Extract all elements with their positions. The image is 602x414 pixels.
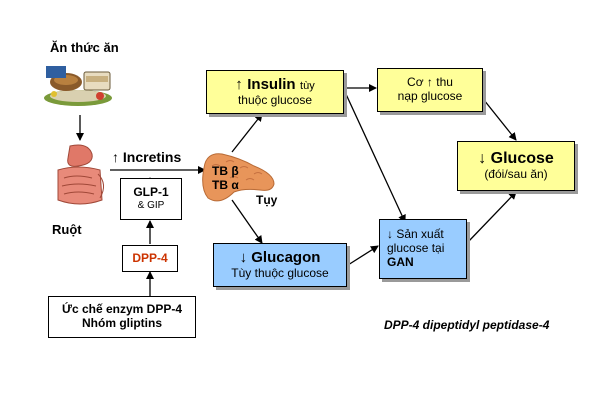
food-plate-icon: [44, 66, 112, 106]
glucose-box: ↓ Glucose (đói/sau ăn): [457, 141, 575, 191]
incretins-label: ↑ Incretins: [112, 149, 182, 165]
food-label: Ăn thức ăn: [50, 40, 119, 55]
muscle-line1: Cơ ↑ thu: [407, 75, 453, 90]
arrow-glucagon-to-liver: [347, 245, 379, 266]
beta-cell-label: TB β: [212, 164, 239, 178]
dpp4-box: DPP-4: [122, 245, 178, 272]
glucagon-box: ↓ Glucagon Tùy thuộc glucose: [213, 243, 347, 287]
liver-line2: glucose tại: [387, 241, 445, 256]
arrow-pancreas-to-glucagon: [231, 199, 263, 244]
liver-line3: GAN: [387, 254, 414, 269]
pancreas-cells: TB β TB α: [212, 164, 239, 192]
glp1-subtitle: & GIP: [137, 200, 165, 212]
dpp4-label: DPP-4: [132, 250, 168, 265]
glucagon-line2: Tùy thuộc glucose: [231, 265, 329, 280]
pancreas-illustration: [202, 153, 275, 202]
footnote: DPP-4 dipeptidyl peptidase-4: [384, 318, 550, 332]
arrow-muscle-to-glucose: [483, 99, 517, 141]
inhibitor-line1: Ức chế enzym DPP-4: [62, 302, 182, 317]
insulin-suffix: tùy: [300, 79, 315, 92]
glp1-title: GLP-1: [133, 185, 169, 200]
glucagon-title: ↓ Glucagon: [239, 249, 321, 267]
inhibitor-line2: Nhóm gliptins: [82, 316, 162, 330]
glp1-box: GLP-1 & GIP: [120, 178, 182, 220]
muscle-line2: nạp glucose: [397, 89, 463, 103]
liver-box: ↓ Sản xuất glucose tại GAN: [379, 219, 467, 279]
intestine-icon: [57, 144, 104, 205]
glucose-line2: (đói/sau ăn): [484, 167, 548, 182]
arrow-insulin-to-liver: [344, 91, 406, 223]
arrow-liver-to-glucose: [467, 191, 517, 243]
liver-line1: ↓ Sản xuất: [387, 227, 444, 242]
insulin-line2: thuộc glucose: [237, 93, 313, 108]
insulin-title: Insulin: [247, 75, 296, 93]
muscle-box: Cơ ↑ thu nạp glucose: [377, 68, 483, 112]
arrow-pancreas-to-insulin: [231, 113, 263, 153]
insulin-up-arrow: ↑: [235, 75, 243, 93]
alpha-cell-label: TB α: [212, 178, 239, 192]
gut-label: Ruột: [52, 222, 82, 237]
inhibitor-box: Ức chế enzym DPP-4 Nhóm gliptins: [48, 296, 196, 338]
pancreas-label: Tụy: [256, 193, 278, 207]
glucose-title: ↓ Glucose: [478, 149, 554, 167]
insulin-box: ↑ Insulin tùy thuộc glucose: [206, 70, 344, 114]
